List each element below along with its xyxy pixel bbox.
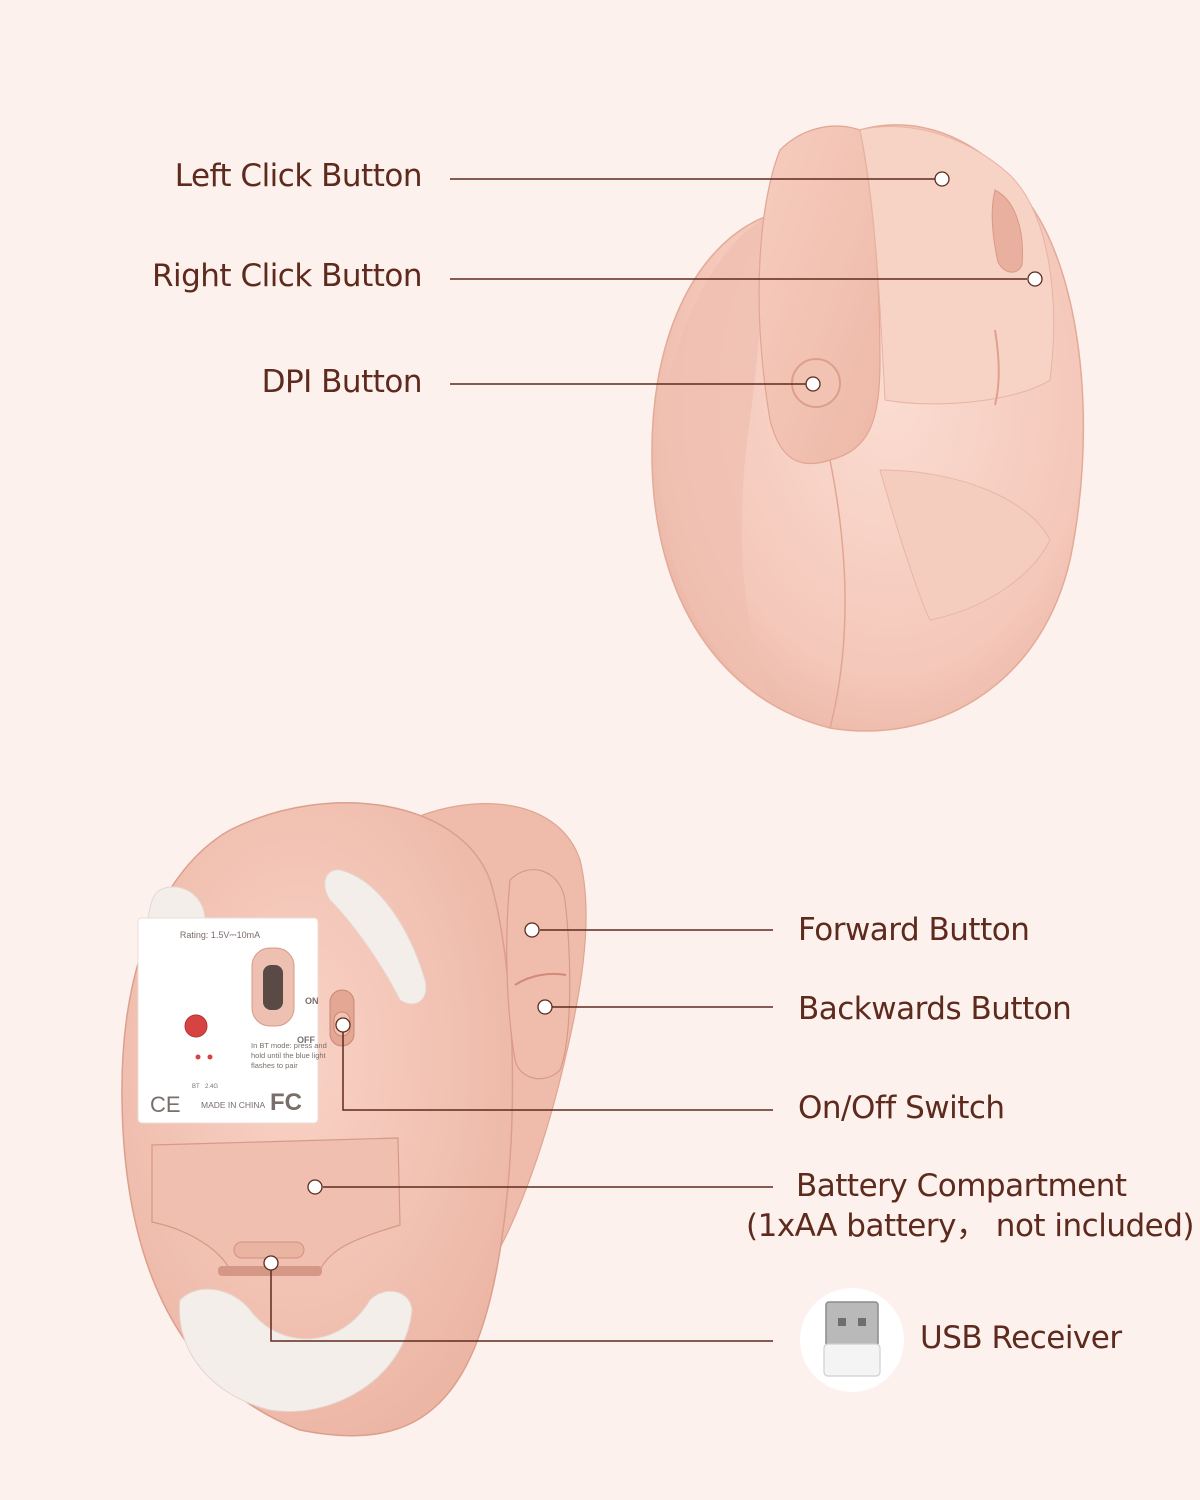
svg-text:BT: BT: [192, 1084, 200, 1090]
sticker-off-label: OFF: [297, 1035, 315, 1045]
label-usb-receiver: USB Receiver: [920, 1320, 1122, 1356]
battery-cover-latch: [233, 1241, 305, 1259]
label-battery-note: (1xAA battery， not included): [746, 1208, 1195, 1244]
receiver-slot: [218, 1266, 322, 1276]
dot-battery: [307, 1179, 323, 1195]
sticker-on-label: ON: [305, 996, 319, 1006]
label-left-click-button: Left Click Button: [174, 158, 423, 194]
dot-left-click: [934, 171, 950, 187]
label-backwards-button: Backwards Button: [798, 991, 1072, 1027]
mouse-bottom-view: Rating: 1.5V⎓10mA ON OFF In BT mode: pre…: [121, 801, 587, 1437]
callout-dots: [263, 171, 1043, 1271]
ce-mark: CE: [150, 1092, 181, 1117]
fc-mark: FC: [270, 1089, 302, 1116]
label-forward-button: Forward Button: [798, 912, 1030, 948]
glide-pad-top-right: [324, 869, 427, 1005]
mouse-top-wheel: [991, 189, 1024, 273]
dot-right-click: [1027, 271, 1043, 287]
leader-lines: [270, 178, 1027, 1342]
mouse-top-right-button: [859, 125, 1055, 405]
dot-backwards: [537, 999, 553, 1015]
sticker-rating: Rating: 1.5V⎓10mA: [180, 930, 260, 940]
leader-usb: [270, 1263, 773, 1342]
label-dpi-button: DPI Button: [261, 364, 423, 400]
mouse-top-groove: [994, 329, 1000, 406]
dot-onoff: [335, 1017, 351, 1033]
svg-text:In BT mode: press and: In BT mode: press and: [251, 1041, 327, 1050]
label-battery-compartment: Battery Compartment: [796, 1168, 1127, 1204]
dot-usb: [263, 1255, 279, 1271]
usb-receiver-illustration: [800, 1288, 904, 1392]
mouse-top-view: [651, 124, 1085, 732]
svg-text:hold until the blue light: hold until the blue light: [251, 1051, 327, 1060]
mouse-top-left-wing: [659, 215, 770, 700]
mouse-top-seam: [829, 459, 846, 729]
mouse-top-button-panel: [758, 125, 881, 465]
svg-text:flashes to pair: flashes to pair: [251, 1061, 298, 1070]
svg-text:2.4G: 2.4G: [205, 1084, 218, 1090]
label-right-click-button: Right Click Button: [151, 258, 423, 294]
dot-dpi: [805, 376, 821, 392]
dot-forward: [524, 922, 540, 938]
label-onoff-switch: On/Off Switch: [798, 1090, 1005, 1126]
pair-button: [184, 1014, 208, 1038]
leader-onoff: [342, 1025, 773, 1111]
glide-pad-bottom: [179, 1288, 413, 1412]
forward-back-button-housing: [506, 869, 571, 1080]
forward-back-divider: [514, 972, 567, 986]
mouse-top-thumb-rest: [879, 469, 1051, 621]
made-in-china: MADE IN CHINA: [201, 1100, 266, 1110]
